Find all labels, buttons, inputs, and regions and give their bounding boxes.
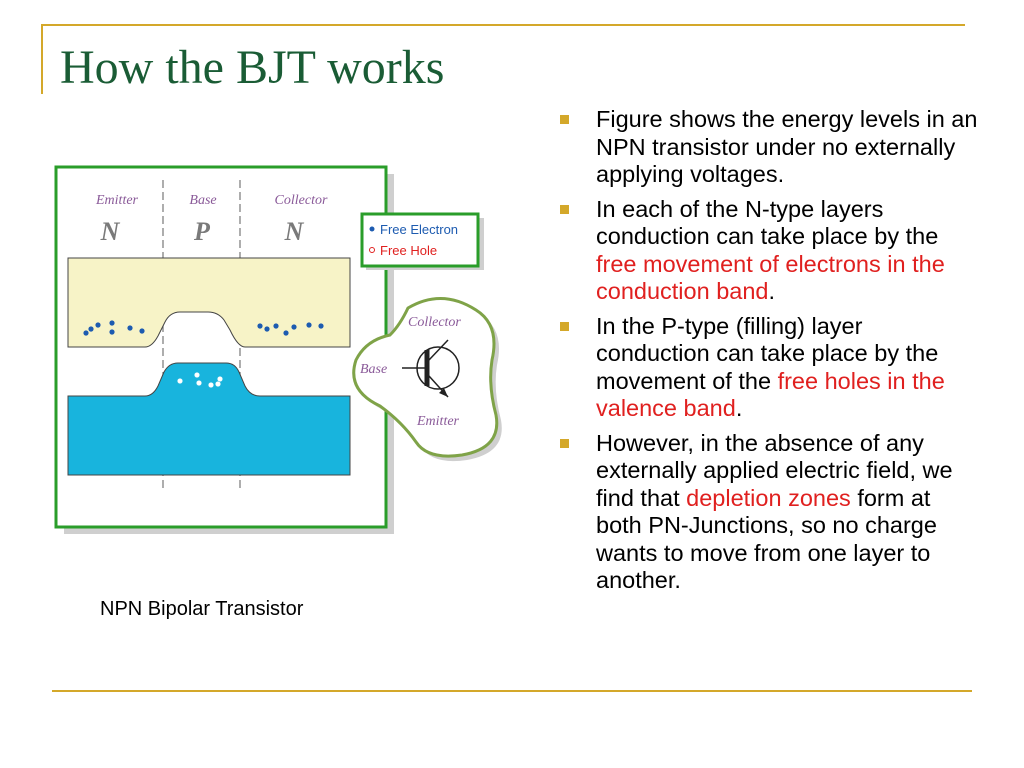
hole [193, 371, 201, 379]
electron [291, 324, 297, 330]
legend-hole-label: Free Hole [380, 243, 437, 258]
electron [95, 322, 101, 328]
bullet-text: Figure shows the energy levels in an NPN… [596, 106, 978, 187]
bullet-highlight-text: depletion zones [686, 484, 851, 511]
emitter-type-label: N [100, 217, 121, 246]
bullet-text: . [735, 395, 743, 421]
collector-type-label: N [284, 217, 305, 246]
symbol-base-label: Base [360, 362, 387, 377]
electron [318, 323, 324, 329]
symbol-collector-lead [428, 339, 449, 361]
electron [283, 330, 289, 336]
conduction-band [67, 257, 351, 348]
legend-electron-label: Free Electron [380, 222, 458, 237]
electron [127, 325, 133, 331]
frame-left-rule [41, 24, 43, 94]
electron [139, 328, 145, 334]
electron [109, 329, 115, 335]
electron [83, 330, 89, 336]
legend-hole-icon [369, 247, 375, 253]
bullet-item: However, in the absence of any externall… [560, 430, 980, 595]
energy-band-diagram: Emitter Base Collector N P N Free [54, 165, 502, 534]
bullet-square-icon [560, 321, 569, 331]
slide-title: How the BJT works [60, 41, 445, 94]
electron [264, 326, 270, 332]
bullet-item: In each of the N-type layers conduction … [560, 196, 980, 306]
base-type-label: P [193, 217, 211, 246]
legend-box [360, 212, 480, 268]
hole [207, 381, 215, 389]
bullet-text: . [768, 278, 776, 304]
collector-electrons [257, 322, 324, 336]
bullet-item: Figure shows the energy levels in an NPN… [560, 106, 980, 189]
bullet-square-icon [560, 115, 569, 124]
emitter-electrons [83, 320, 145, 336]
base-holes [176, 371, 224, 389]
bullet-highlight-text: free holes in the valence band [596, 367, 945, 422]
electron [88, 326, 94, 332]
legend-electron-icon [369, 226, 375, 232]
emitter-region-label: Emitter [95, 193, 139, 208]
electron [109, 320, 115, 326]
symbol-emitter-label: Emitter [416, 414, 460, 429]
bullet-list: Figure shows the energy levels in an NPN… [560, 106, 980, 602]
symbol-emitter-arrow [439, 388, 448, 397]
bullet-square-icon [560, 438, 569, 448]
bullet-text: However, in the absence of any externall… [596, 429, 953, 511]
bullet-text: In the P-type (filling) layer conduction… [596, 312, 939, 394]
frame-top-rule [41, 24, 965, 26]
frame-bottom-rule [52, 690, 972, 692]
bullet-highlight-text: free movement of electrons in the conduc… [596, 250, 945, 305]
diagram-caption: NPN Bipolar Transistor [100, 598, 304, 620]
hole [176, 377, 184, 385]
hole [214, 380, 222, 388]
symbol-collector-label: Collector [408, 315, 461, 330]
bullet-text: form at both PN-Junctions, so no charge … [596, 484, 937, 594]
bullet-text: In each of the N-type layers conduction … [596, 195, 939, 250]
npn-transistor-symbol [402, 339, 460, 398]
collector-region-label: Collector [275, 193, 328, 208]
electron [273, 323, 279, 329]
bullet-item: In the P-type (filling) layer conduction… [560, 313, 980, 423]
hole [195, 379, 203, 387]
electron [257, 323, 263, 329]
base-region-label: Base [189, 193, 216, 208]
bullet-square-icon [560, 204, 569, 214]
valence-band [67, 362, 351, 476]
electron [306, 322, 312, 328]
